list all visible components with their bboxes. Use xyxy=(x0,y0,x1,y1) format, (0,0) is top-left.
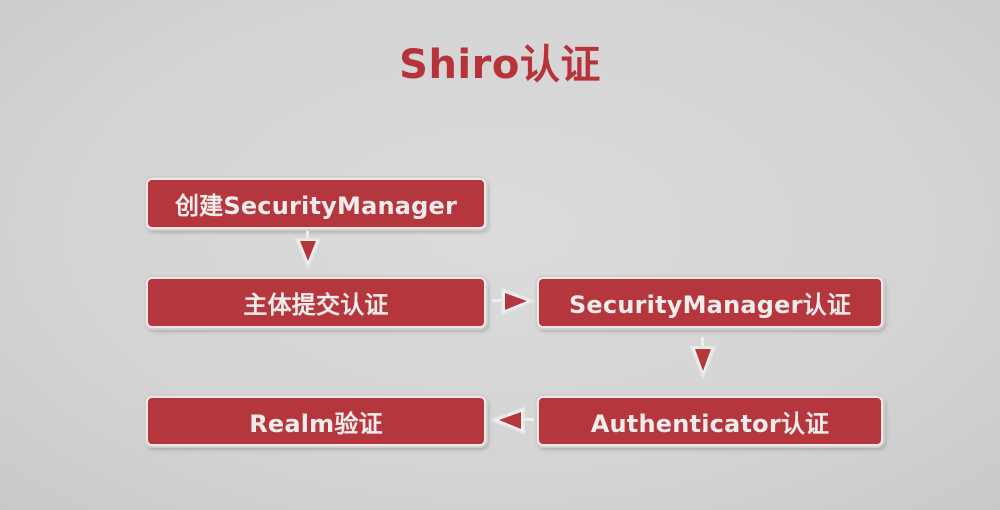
node-label: 主体提交认证 xyxy=(243,291,389,319)
node-security-manager-auth: SecurityManager认证 xyxy=(537,277,883,328)
arrow-left-icon xyxy=(490,406,536,436)
arrow-down-icon xyxy=(689,337,717,383)
node-create-security-manager: 创建SecurityManager xyxy=(146,178,486,229)
node-label: Authenticator认证 xyxy=(590,409,830,438)
diagram-title: Shiro认证 xyxy=(399,42,601,88)
node-subject-submit-auth: 主体提交认证 xyxy=(146,277,486,328)
node-label: Realm验证 xyxy=(249,409,383,438)
arrow-down-icon xyxy=(294,229,322,273)
arrow-right-icon xyxy=(490,287,536,317)
node-label: SecurityManager认证 xyxy=(568,291,852,319)
node-authenticator-auth: Authenticator认证 xyxy=(537,396,883,446)
node-label: 创建SecurityManager xyxy=(174,192,458,220)
node-realm-verify: Realm验证 xyxy=(146,396,486,446)
